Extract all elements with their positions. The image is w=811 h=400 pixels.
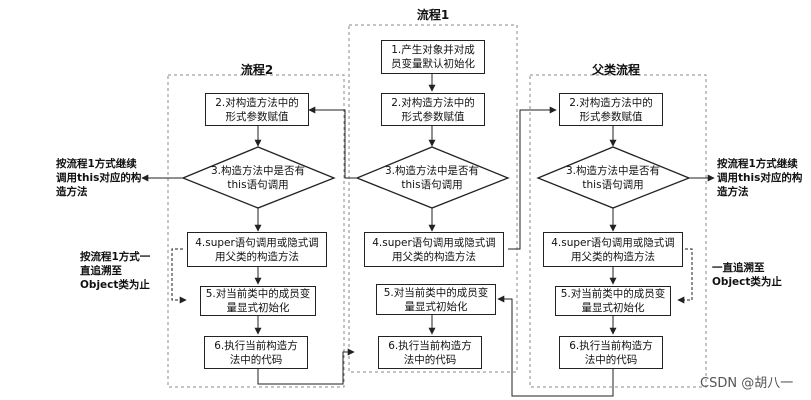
flow1-step1-box: 1.产生对象并对成员变量默认初始化	[381, 40, 485, 74]
flow1-step3-label: 3.构造方法中是否有this语句调用	[384, 165, 480, 191]
parent-super-dashed-connector	[677, 248, 693, 304]
flow1-step2-box: 2.对构造方法中的形式参数赋值	[381, 93, 485, 126]
flow2-title: 流程2	[240, 63, 274, 77]
flow2-super-dashed-connector	[171, 248, 187, 304]
flow1-container	[348, 24, 518, 373]
right-this-note: 按流程1方式继续调用this对应的构造方法	[717, 158, 803, 198]
flow2-step6-box: 6.执行当前构造方法中的代码	[204, 336, 308, 369]
flow1-super-to-parent-arrow	[508, 106, 557, 250]
parent-step2-box: 2.对构造方法中的形式参数赋值	[559, 93, 663, 126]
flow1-this-to-flow2-arrow	[308, 106, 357, 179]
flow2-step2-box: 2.对构造方法中的形式参数赋值	[205, 93, 309, 126]
parent-step5-box: 5.对当前类中的成员变量显式初始化	[555, 286, 671, 316]
left-super-note: 按流程1方式一直追溯至Object类为止	[80, 251, 151, 291]
parent-step4-box: 4.super语句调用或隐式调用父类的构造方法	[543, 232, 683, 267]
flow2-return-arrow	[257, 348, 355, 385]
flow2-container	[167, 74, 345, 388]
parent-step6-box: 6.执行当前构造方法中的代码	[559, 336, 663, 369]
parent-flow-title: 父类流程	[591, 63, 640, 77]
flow2-step4-box: 4.super语句调用或隐式调用父类的构造方法	[187, 232, 327, 267]
parent-step3-label: 3.构造方法中是否有this语句调用	[565, 165, 661, 191]
csdn-watermark: CSDN @胡八一	[700, 376, 794, 391]
flow2-step5-box: 5.对当前类中的成员变量显式初始化	[200, 286, 316, 316]
parent-return-arrow	[497, 295, 614, 397]
flow1-step6-box: 6.执行当前构造方法中的代码	[378, 336, 482, 369]
flow1-title: 流程1	[416, 8, 450, 22]
flow1-step5-box: 5.对当前类中的成员变量显式初始化	[376, 284, 496, 315]
right-super-note: 一直追溯至Object类为止	[712, 262, 782, 288]
flow1-step4-box: 4.super语句调用或隐式调用父类的构造方法	[364, 232, 504, 267]
flow2-step3-label: 3.构造方法中是否有this语句调用	[210, 165, 306, 191]
left-this-note: 按流程1方式继续调用this对应的构造方法	[56, 158, 142, 198]
parent-container	[529, 74, 707, 388]
